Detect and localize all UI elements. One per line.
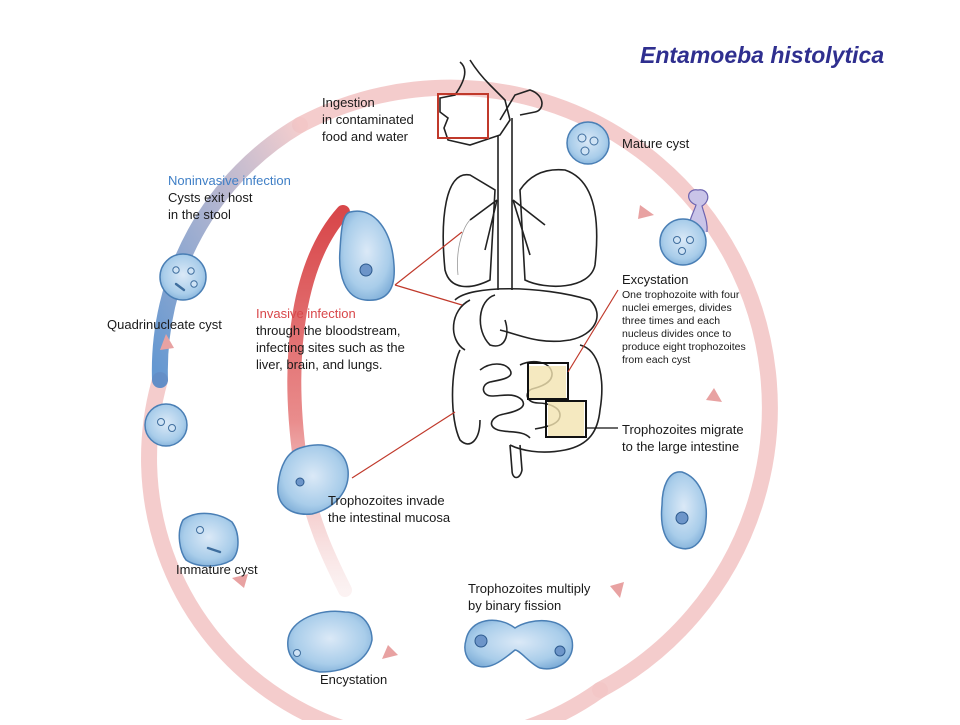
cyst-cell-quadrinucleate [159,253,207,301]
cyst-cell-excysting [659,189,709,266]
cyst-cell-mature [566,121,610,165]
label-trophozoites-invade: Trophozoites invade the intestinal mucos… [328,493,451,525]
cyst-cell-encysting [287,610,373,673]
label-noninvasive-title: Noninvasive infection [168,173,291,188]
leader-lines [351,231,619,479]
label-trophozoites-migrate: Trophozoites migrate to the large intest… [622,422,744,454]
label-encystation: Encystation [320,672,388,687]
label-quadrinucleate-cyst: Quadrinucleate cyst [107,317,222,332]
label-excystation-text: One trophozoite with four nuclei emerges… [622,289,746,366]
trophozoite-cell-dividing [464,619,574,670]
excystation-site-highlight [528,366,566,398]
cycle-arrow [610,582,624,598]
label-invasive-text: through the bloodstream, infecting sites… [256,323,405,372]
callout-box-excystation [527,362,569,400]
cycle-arrow [160,334,174,350]
label-ingestion: Ingestion in contaminated food and water [322,95,414,144]
cycle-arrow-chevrons [160,205,722,659]
cycle-arrow [706,388,722,402]
label-trophozoites-multiply: Trophozoites multiply by binary fission [468,581,591,613]
label-excystation-title: Excystation [622,272,689,287]
page-title: Entamoeba histolytica [640,42,885,68]
trophozoite-cell-invading-mucosa [277,444,349,515]
cycle-arrow [382,645,398,659]
label-immature-cyst: Immature cyst [176,562,258,577]
label-noninvasive-text: Cysts exit host in the stool [168,190,253,222]
cyst-cell-binucleate [144,403,188,447]
invasive-infection-path [287,205,352,597]
large-intestine-highlight [548,402,584,436]
trophozoite-cell-migrating [660,471,708,550]
cycle-ring [141,79,778,725]
cyst-cell-immature [178,512,239,567]
cycle-arrow [232,574,248,588]
trophozoite-cell-invasive [338,210,395,301]
callout-box-migration [545,400,587,438]
callout-box-ingestion [437,93,489,139]
cycle-arrow [638,205,654,219]
label-mature-cyst: Mature cyst [622,136,690,151]
digestive-system-illustration [439,59,603,479]
label-invasive-title: Invasive infection [256,306,356,321]
